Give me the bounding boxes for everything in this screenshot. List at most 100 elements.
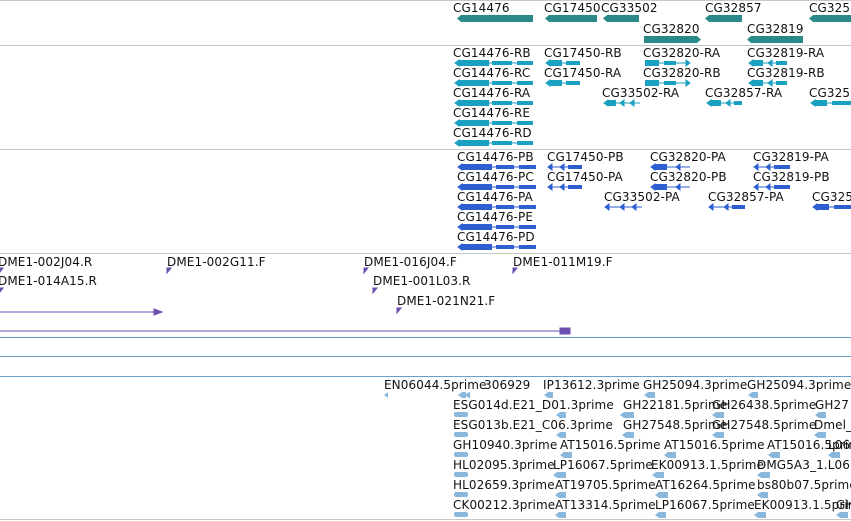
- protein-label[interactable]: CG32820-PA: [650, 150, 726, 164]
- est-label[interactable]: HL02095.3prime: [453, 458, 555, 472]
- est-label[interactable]: Dmel_: [814, 418, 851, 432]
- clone-label[interactable]: DME1-001L03.R: [373, 274, 471, 288]
- est-feature[interactable]: [652, 472, 664, 478]
- est-label[interactable]: DMG5A3_1.L06: [757, 458, 850, 472]
- est-feature[interactable]: [544, 392, 553, 398]
- protein-feature[interactable]: [604, 203, 642, 211]
- est-label[interactable]: bs80b07.5prime: [757, 478, 851, 492]
- est-label[interactable]: AT15016.5prime: [664, 438, 765, 452]
- est-feature[interactable]: [454, 432, 468, 437]
- protein-feature[interactable]: [547, 183, 582, 191]
- transcript-feature[interactable]: [454, 139, 533, 147]
- protein-label[interactable]: CG32820-PB: [650, 170, 727, 184]
- transcript-label[interactable]: CG32857-RA: [705, 86, 783, 100]
- protein-feature[interactable]: [457, 183, 536, 191]
- protein-label[interactable]: CG14476-PD: [457, 230, 535, 244]
- est-feature[interactable]: [465, 392, 470, 398]
- transcript-feature[interactable]: [545, 79, 580, 87]
- clone-span[interactable]: [0, 308, 164, 316]
- est-feature[interactable]: [712, 412, 724, 418]
- transcript-feature[interactable]: [545, 59, 580, 67]
- est-label[interactable]: HL02659.3prime: [453, 478, 555, 492]
- transcript-label[interactable]: CG32820-RB: [643, 66, 721, 80]
- clone-end-marker[interactable]: [372, 287, 379, 295]
- gene-label[interactable]: CG32857: [705, 1, 762, 15]
- protein-feature[interactable]: [753, 163, 790, 171]
- protein-feature[interactable]: [650, 183, 690, 191]
- est-label[interactable]: GH: [836, 498, 851, 512]
- est-feature[interactable]: [664, 452, 676, 458]
- transcript-feature[interactable]: [603, 99, 640, 107]
- protein-label[interactable]: CG32857-PA: [708, 190, 784, 204]
- est-feature[interactable]: [814, 432, 826, 438]
- gene-feature[interactable]: [747, 36, 803, 43]
- protein-feature[interactable]: [457, 203, 536, 211]
- clone-end-marker[interactable]: [166, 267, 173, 275]
- est-feature[interactable]: [553, 472, 566, 478]
- est-feature[interactable]: [828, 452, 840, 458]
- transcript-label[interactable]: CG17450-RB: [544, 46, 622, 60]
- est-label[interactable]: ESG013b.E21_C06.3prime: [453, 418, 613, 432]
- est-feature[interactable]: [712, 432, 724, 438]
- est-feature[interactable]: [384, 392, 388, 398]
- transcript-feature[interactable]: [645, 59, 691, 67]
- clone-end-marker[interactable]: [396, 307, 403, 315]
- est-feature[interactable]: [454, 512, 468, 517]
- est-feature[interactable]: [768, 452, 780, 458]
- est-label[interactable]: AT13314.5prime: [555, 498, 656, 512]
- gene-feature[interactable]: [809, 15, 851, 22]
- clone-label[interactable]: DME1-002J04.R: [0, 255, 93, 269]
- gene-label[interactable]: CG32820: [643, 22, 700, 36]
- protein-label[interactable]: CG14476-PA: [457, 190, 533, 204]
- clone-label[interactable]: DME1-002G11.F: [167, 255, 266, 269]
- protein-label[interactable]: CG14476-PB: [457, 150, 534, 164]
- est-label[interactable]: EK00913.1.5prime: [651, 458, 765, 472]
- transcript-feature[interactable]: [706, 99, 742, 107]
- est-feature[interactable]: [757, 472, 770, 478]
- protein-label[interactable]: CG17450-PB: [547, 150, 624, 164]
- est-label[interactable]: GH27548.5prime: [712, 418, 817, 432]
- protein-feature[interactable]: [708, 203, 745, 211]
- transcript-label[interactable]: CG17450-RA: [544, 66, 622, 80]
- est-feature[interactable]: [555, 492, 566, 498]
- transcript-feature[interactable]: [810, 99, 851, 107]
- transcript-feature[interactable]: [454, 99, 533, 107]
- est-feature[interactable]: [458, 392, 466, 398]
- gene-label[interactable]: CG32819: [747, 22, 804, 36]
- transcript-label[interactable]: CG32819-RA: [747, 46, 825, 60]
- clone-label[interactable]: DME1-014A15.R: [0, 274, 97, 288]
- est-feature[interactable]: [655, 492, 668, 498]
- protein-label[interactable]: CG17450-PA: [547, 170, 623, 184]
- protein-feature[interactable]: [547, 163, 582, 171]
- est-label[interactable]: GH27548.5prime: [623, 418, 728, 432]
- est-feature[interactable]: [556, 412, 566, 418]
- transcript-label[interactable]: CG14476-RA: [453, 86, 531, 100]
- protein-feature[interactable]: [457, 223, 536, 231]
- transcript-label[interactable]: CG14476-RC: [453, 66, 531, 80]
- clone-label[interactable]: DME1-011M19.F: [513, 255, 613, 269]
- transcript-label[interactable]: CG32819-RB: [747, 66, 825, 80]
- est-feature[interactable]: [644, 392, 655, 398]
- est-feature[interactable]: [754, 512, 766, 518]
- protein-label[interactable]: CG32819-PB: [753, 170, 830, 184]
- gene-label[interactable]: CG17450: [544, 1, 601, 15]
- est-label[interactable]: CK00212.3prime: [453, 498, 556, 512]
- est-feature[interactable]: [815, 412, 826, 418]
- clone-end-marker[interactable]: [0, 287, 4, 293]
- est-label[interactable]: AT15016.5prime: [560, 438, 661, 452]
- transcript-feature[interactable]: [454, 79, 533, 87]
- transcript-label[interactable]: CG14476-RE: [453, 106, 531, 120]
- protein-label[interactable]: CG14476-PE: [457, 210, 533, 224]
- est-label[interactable]: LP16067.5prime: [553, 458, 653, 472]
- est-label[interactable]: ESG014d.E21_D01.3prime: [453, 398, 614, 412]
- transcript-label[interactable]: CG33502-RA: [602, 86, 680, 100]
- transcript-label[interactable]: CG14476-RB: [453, 46, 531, 60]
- est-label[interactable]: LP16067.5prime: [655, 498, 755, 512]
- transcript-feature[interactable]: [645, 79, 691, 87]
- gene-feature[interactable]: [603, 15, 639, 22]
- est-label[interactable]: AT15016.5prime: [767, 438, 851, 452]
- gene-feature[interactable]: [545, 15, 597, 22]
- transcript-feature[interactable]: [454, 119, 533, 127]
- gene-label[interactable]: CG325: [809, 1, 851, 15]
- est-feature[interactable]: [556, 432, 566, 438]
